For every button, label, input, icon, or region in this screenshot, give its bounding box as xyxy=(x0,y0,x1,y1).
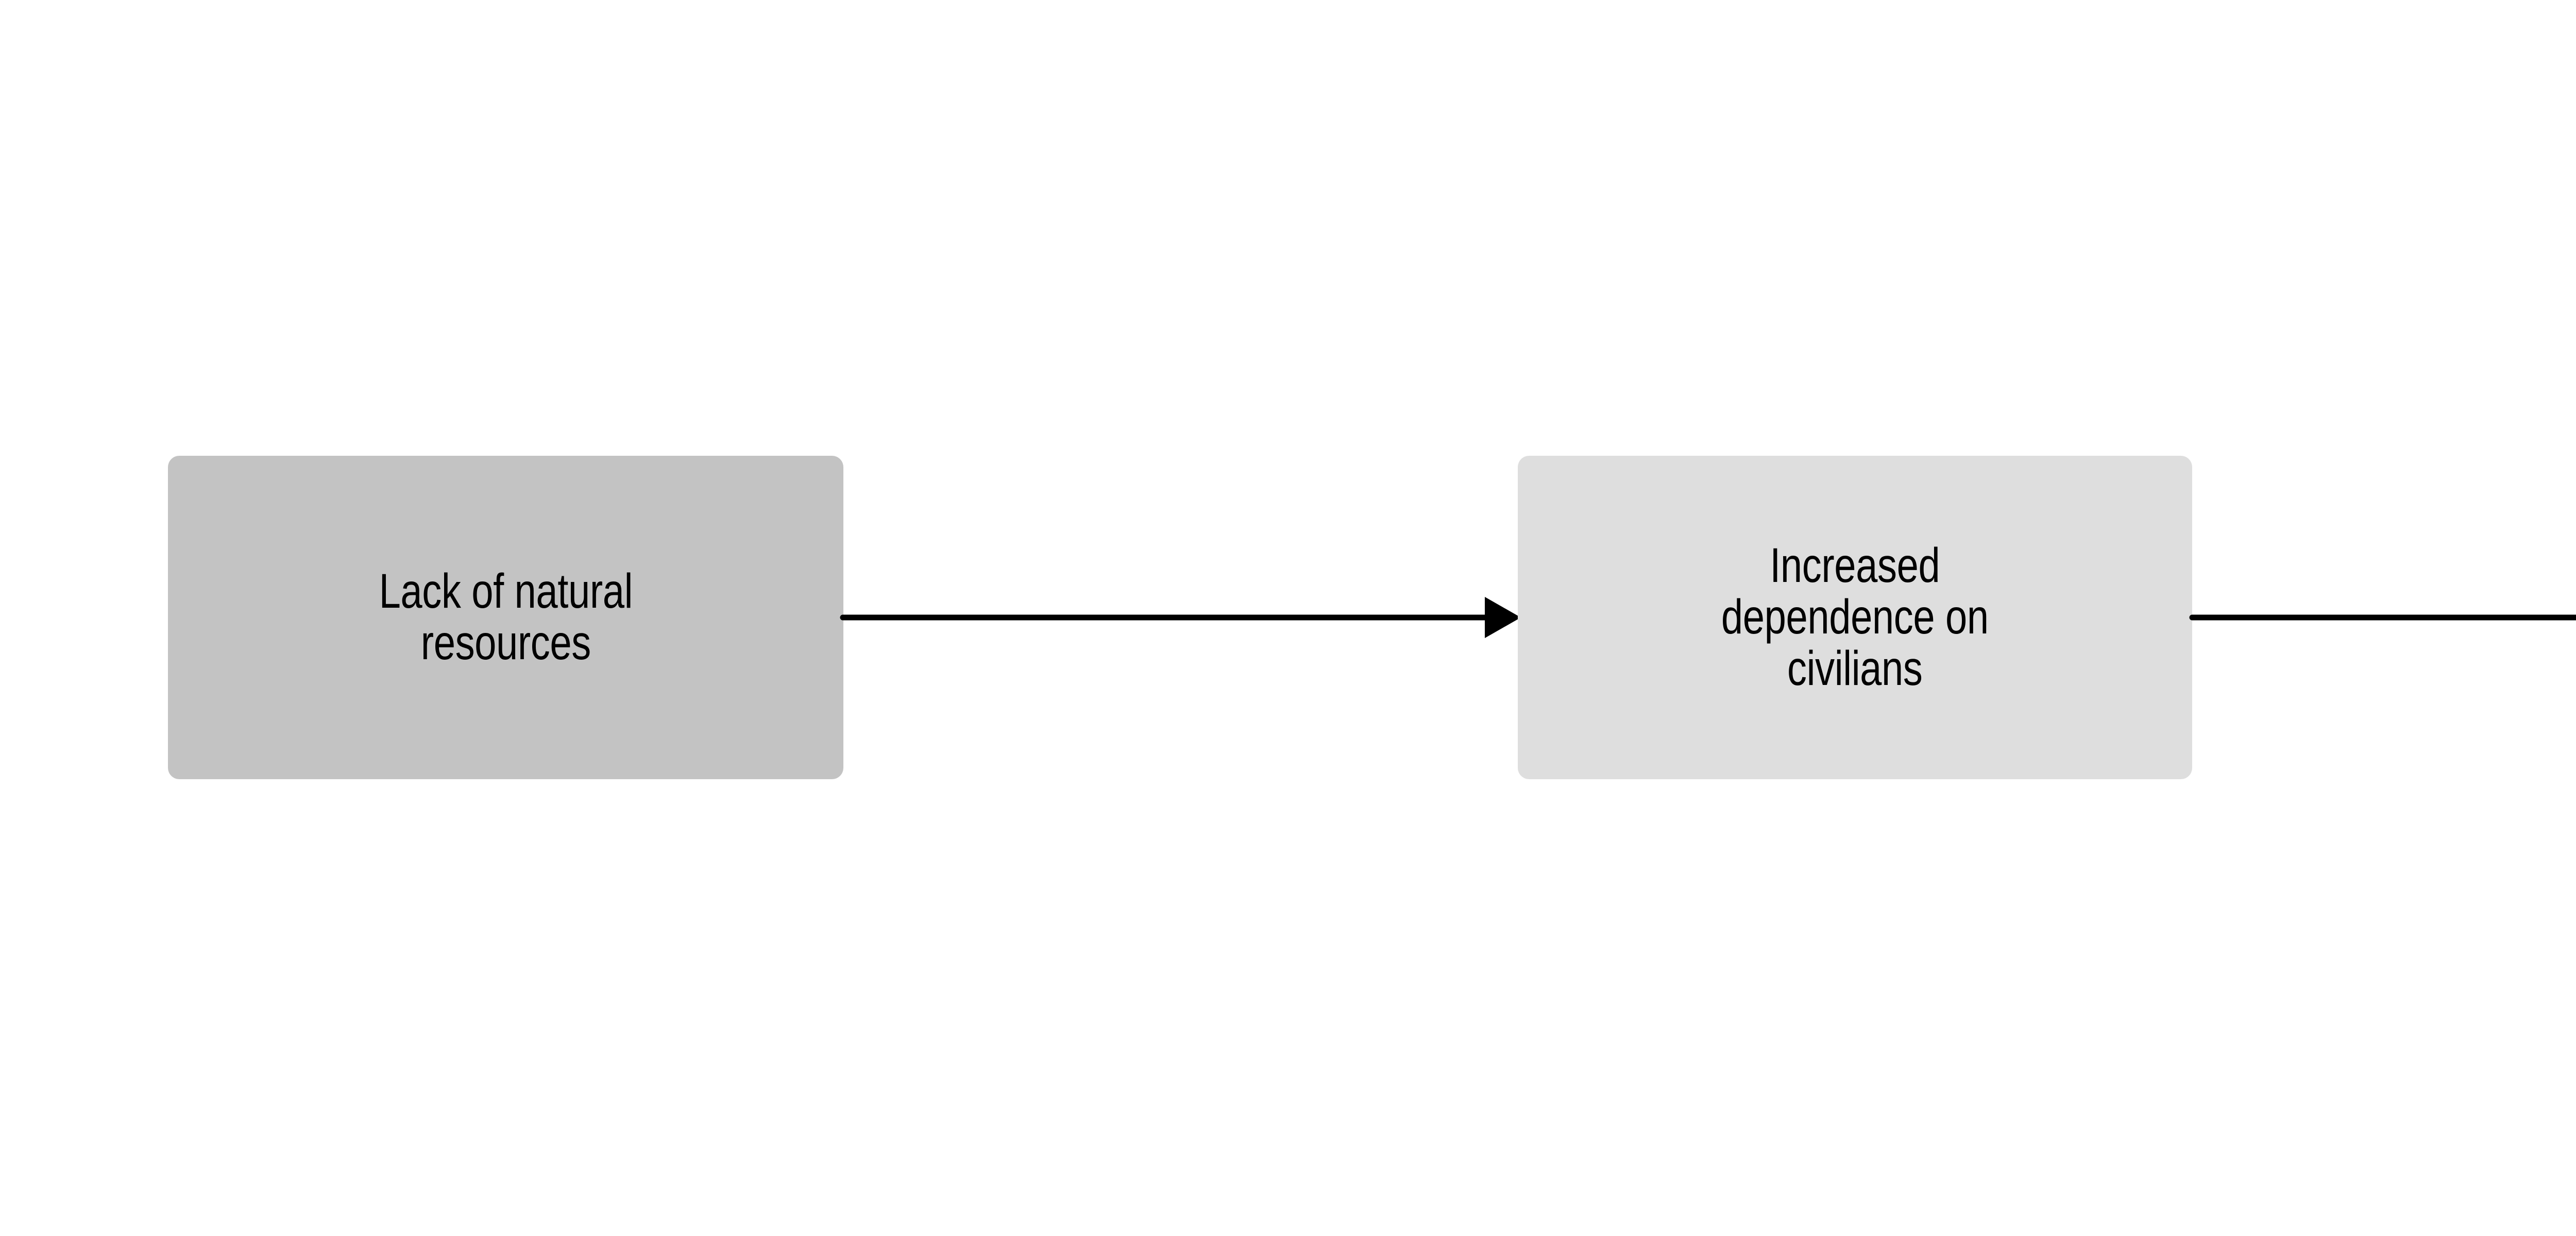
node-label: Increased dependence on civilians xyxy=(1721,538,1989,696)
node-label: Lack of natural resources xyxy=(379,564,633,670)
arrow-icon xyxy=(2189,614,2576,621)
edge-dependence-to-governance xyxy=(2189,576,2576,659)
edge-resources-to-dependence xyxy=(840,576,1521,659)
arrow-icon xyxy=(840,597,1521,638)
node-lack-of-natural-resources[interactable]: Lack of natural resources xyxy=(168,456,843,779)
node-increased-dependence-on-civilians[interactable]: Increased dependence on civilians xyxy=(1518,456,2192,779)
